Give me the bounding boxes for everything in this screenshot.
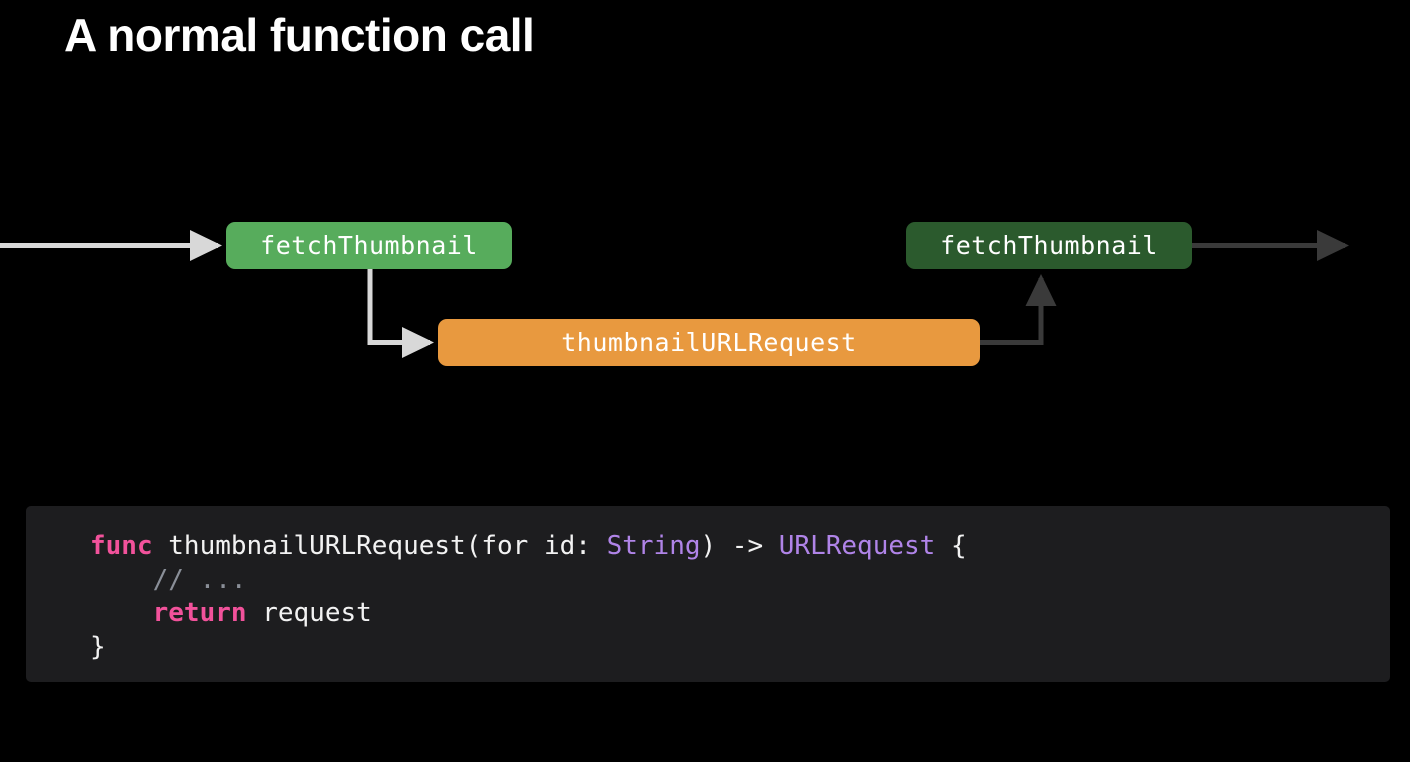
node-fetch-thumbnail-right[interactable]: fetchThumbnail	[906, 222, 1192, 269]
code-line: func thumbnailURLRequest(for id: String)…	[26, 530, 1390, 564]
return-up-arrow	[980, 273, 1057, 345]
code-token-keyword: return	[152, 598, 247, 628]
node-label: thumbnailURLRequest	[561, 328, 857, 357]
arrow-layer	[0, 230, 1350, 358]
code-token-plain: }	[90, 631, 106, 662]
code-token-plain: thumbnailURLRequest(for id:	[152, 531, 607, 561]
node-thumbnail-url-request[interactable]: thumbnailURLRequest	[438, 319, 980, 366]
page-title: A normal function call	[64, 9, 535, 61]
code-token-keyword: func	[90, 531, 153, 561]
code-token-comment: // ...	[90, 564, 247, 595]
code-token-plain: ) ->	[700, 531, 779, 561]
code-block: func thumbnailURLRequest(for id: String)…	[26, 506, 1390, 682]
call-down-arrow	[367, 269, 435, 358]
code-token-plain	[90, 598, 153, 628]
node-label: fetchThumbnail	[940, 231, 1158, 260]
code-line: // ...	[26, 564, 1390, 598]
code-line: }	[26, 631, 1390, 665]
call-flow-diagram: fetchThumbnail thumbnailURLRequest fetch…	[0, 222, 1350, 366]
code-token-type: String	[606, 531, 701, 561]
node-label: fetchThumbnail	[260, 231, 478, 260]
code-lines: func thumbnailURLRequest(for id: String)…	[26, 530, 1390, 664]
code-token-type: URLRequest	[778, 531, 936, 561]
code-token-plain: {	[935, 531, 967, 561]
code-line: return request	[26, 597, 1390, 631]
node-fetch-thumbnail-left[interactable]: fetchThumbnail	[226, 222, 512, 269]
code-token-plain: request	[246, 598, 372, 628]
